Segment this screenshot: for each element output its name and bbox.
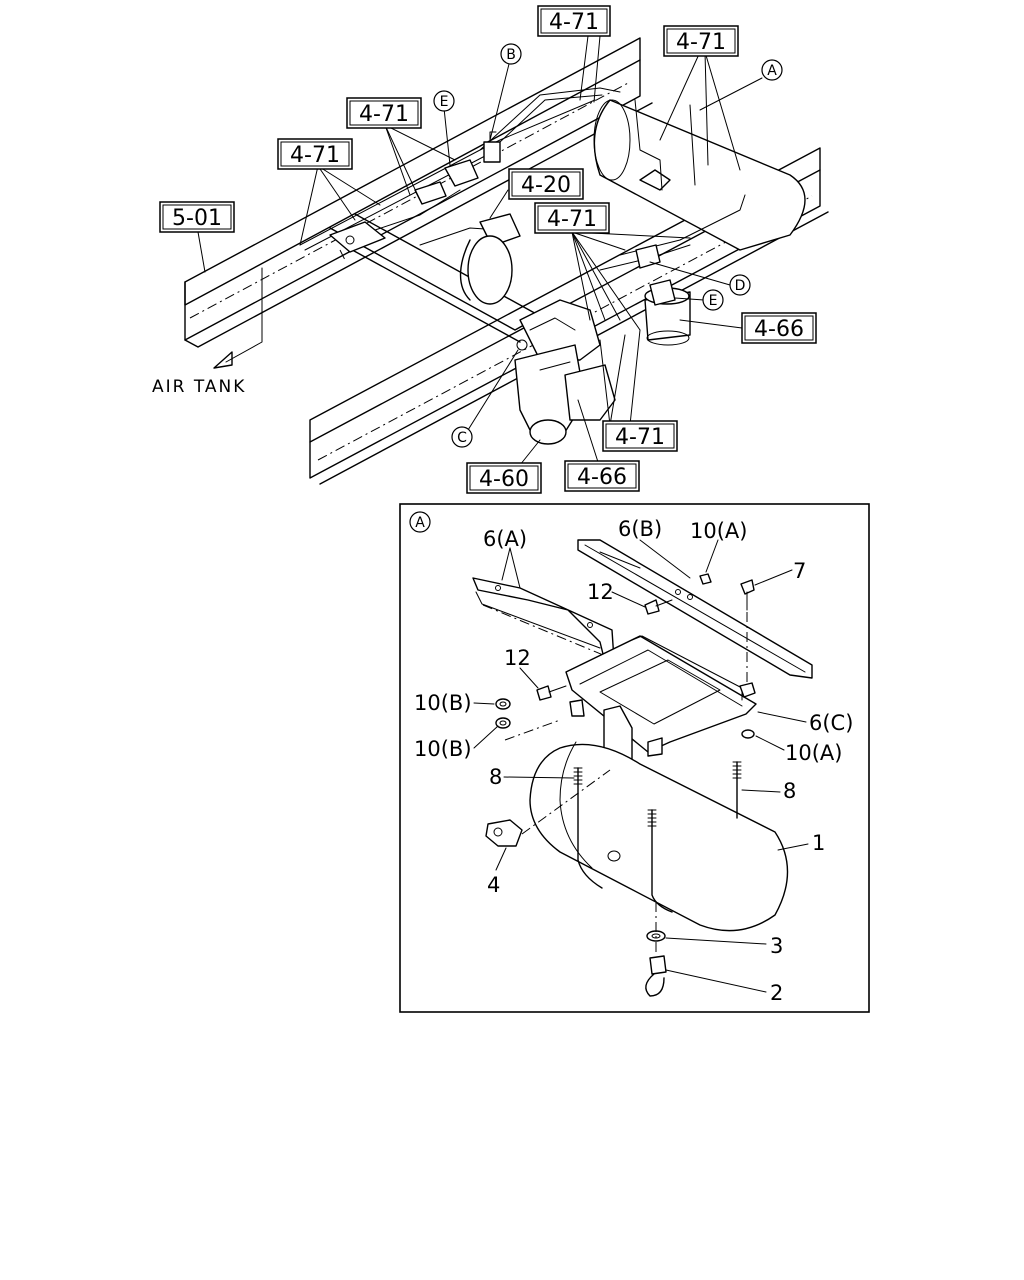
- air-tank-arrow: AIR TANK: [152, 267, 263, 397]
- mount-plate-left: [329, 221, 386, 253]
- nut-10b-upper: [495, 698, 511, 710]
- circle-label-e-upper[interactable]: E: [433, 90, 455, 112]
- callout-10a-top: 10(A): [690, 519, 747, 543]
- ref-label: 4-66: [577, 465, 627, 490]
- ref-box-471-center[interactable]: 4-71: [534, 202, 610, 234]
- u-bolt-8-right: [647, 761, 742, 913]
- ref-box-471-top[interactable]: 4-71: [537, 5, 611, 37]
- callout-2: 2: [770, 981, 783, 1005]
- ref-label: 4-71: [615, 425, 665, 450]
- ref-box-471-topright[interactable]: 4-71: [663, 25, 739, 57]
- ref-label: 4-71: [676, 30, 726, 55]
- svg-text:D: D: [735, 278, 746, 294]
- spring-chamber-466: [644, 279, 691, 346]
- bracket-6a: [472, 577, 621, 663]
- svg-text:C: C: [457, 430, 467, 446]
- callout-1: 1: [812, 831, 825, 855]
- detail-frame: [399, 503, 870, 1013]
- callout-6c: 6(C): [809, 711, 853, 735]
- ref-box-466-bottom[interactable]: 4-66: [564, 460, 640, 492]
- relay-valve-420: [459, 213, 521, 305]
- circle-label-a[interactable]: A: [761, 59, 783, 81]
- ref-label: 4-71: [547, 207, 597, 232]
- air-tank-label: AIR TANK: [152, 377, 246, 397]
- callout-10b-upper: 10(B): [414, 691, 472, 715]
- ref-box-501[interactable]: 5-01: [159, 201, 235, 233]
- bolt-12-mid: [536, 685, 567, 701]
- drain-valve-2: [645, 902, 667, 997]
- svg-text:A: A: [767, 63, 777, 79]
- circle-label-e-lower[interactable]: E: [702, 289, 724, 311]
- ref-box-466-right[interactable]: 4-66: [741, 312, 817, 344]
- circle-label-c[interactable]: C: [451, 426, 473, 448]
- callout-6a: 6(A): [483, 527, 527, 551]
- fitting-4: [485, 769, 611, 847]
- ref-label: 4-71: [359, 102, 409, 127]
- svg-text:B: B: [506, 47, 516, 63]
- leader-lines: [197, 35, 763, 466]
- ref-box-471-left[interactable]: 4-71: [277, 138, 353, 170]
- brake-chamber-assembly: [514, 299, 616, 445]
- ref-box-420[interactable]: 4-20: [508, 168, 584, 200]
- callout-12-mid: 12: [504, 646, 531, 670]
- u-bolt-8-left: [573, 767, 603, 889]
- bracket-6b: [577, 539, 813, 679]
- bolt-7: [740, 579, 755, 690]
- svg-text:E: E: [709, 293, 718, 309]
- ref-label: 4-66: [754, 317, 804, 342]
- callout-3: 3: [770, 934, 783, 958]
- ref-label: 5-01: [172, 206, 222, 231]
- air-tank: [593, 99, 806, 251]
- callout-8-left: 8: [489, 765, 502, 789]
- ref-box-460[interactable]: 4-60: [466, 462, 542, 494]
- valve-d: [635, 244, 661, 269]
- ref-label: 4-60: [479, 467, 529, 492]
- callout-10b-lower: 10(B): [414, 737, 472, 761]
- svg-text:E: E: [440, 94, 449, 110]
- ref-label: 4-71: [290, 143, 340, 168]
- callout-10a-bottom: 10(A): [785, 741, 842, 765]
- callout-6b: 6(B): [618, 517, 662, 541]
- valve-b: [483, 131, 501, 163]
- ref-label: 4-20: [521, 173, 571, 198]
- nut-10a-top: [699, 573, 712, 585]
- overview-illustration: AIR TANK: [152, 5, 829, 494]
- ref-box-471-bottom[interactable]: 4-71: [602, 420, 678, 452]
- callout-7: 7: [793, 559, 806, 583]
- nut-10a-bottom: [741, 729, 755, 739]
- callout-12-top: 12: [587, 580, 614, 604]
- callout-4: 4: [487, 873, 500, 897]
- detail-view-a: A: [399, 503, 870, 1013]
- bolt-12-top: [644, 599, 673, 615]
- detail-view-label: A: [409, 511, 431, 533]
- ref-label: 4-71: [549, 10, 599, 35]
- detail-leader-lines: [473, 539, 809, 993]
- circle-label-b[interactable]: B: [500, 43, 522, 65]
- callout-8-right: 8: [783, 779, 796, 803]
- ref-box-471-mid[interactable]: 4-71: [346, 97, 422, 129]
- nut-10b-lower: [495, 717, 511, 729]
- svg-text:A: A: [415, 515, 425, 531]
- circle-label-d[interactable]: D: [729, 274, 751, 296]
